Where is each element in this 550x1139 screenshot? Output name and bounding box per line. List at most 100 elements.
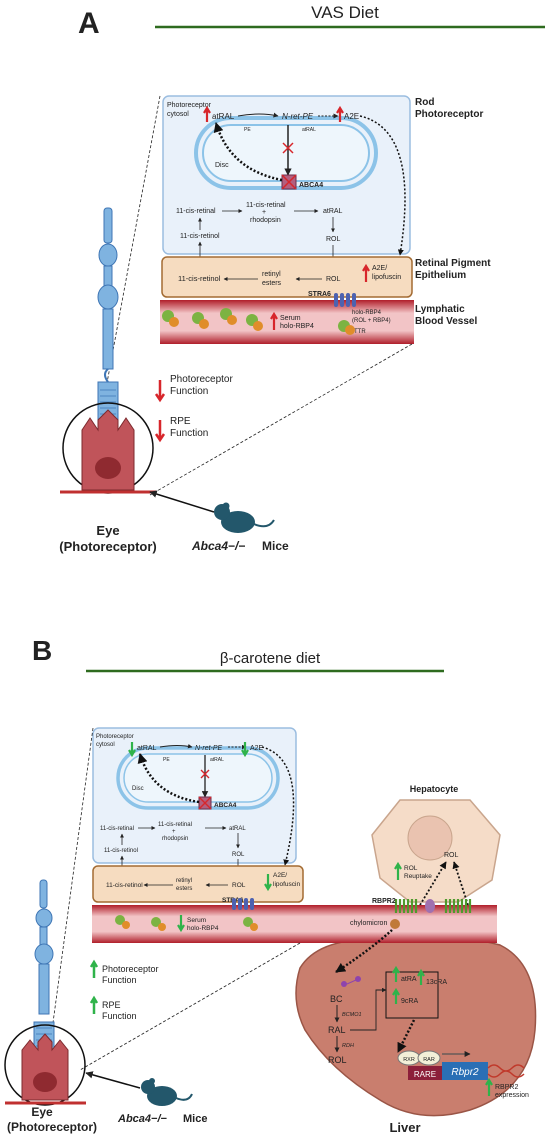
mice-word-b: Mice bbox=[183, 1113, 207, 1125]
mouse-icon-b bbox=[141, 1078, 193, 1106]
rpe-label-1: Retinal Pigment bbox=[415, 258, 491, 269]
cis-retinol-rpe: 11-cis-retinol bbox=[178, 274, 221, 283]
holo-rbp4-label-2: (ROL + RBP4) bbox=[352, 318, 391, 324]
stra6-channel-icon bbox=[334, 293, 356, 307]
rare-element bbox=[408, 1066, 442, 1080]
rol-rpe-b: ROL bbox=[232, 882, 246, 889]
rxr-label: RXR bbox=[403, 1057, 415, 1063]
atral-top: atRAL bbox=[212, 112, 235, 121]
chylomicron-label: chylomicron bbox=[350, 920, 387, 927]
cytosol-b-1: Photoreceptor bbox=[96, 734, 134, 740]
cra13-label: 13cRA bbox=[426, 979, 447, 986]
rpe-function-1: RPE bbox=[170, 416, 191, 427]
zoom-line-b-top bbox=[51, 727, 94, 1031]
retinyl-label-2: esters bbox=[262, 280, 282, 287]
panel-a-letter: A bbox=[78, 7, 100, 40]
arrow-mouse-eye-a bbox=[149, 490, 215, 513]
dotted-arrow-a2e-rpe-b bbox=[261, 746, 295, 866]
atral-top-b: atRAL bbox=[137, 745, 157, 752]
zoom-line-a-bottom bbox=[149, 343, 413, 496]
atral-mid-b: atRAL bbox=[229, 826, 246, 832]
mice-gene-a: Abca4−/− bbox=[191, 539, 245, 553]
rbpr2-expression-increase-icon bbox=[485, 1077, 493, 1096]
cra9-label: 9cRA bbox=[401, 998, 418, 1005]
liver-label: Liver bbox=[389, 1120, 420, 1135]
rod-label-1: Rod bbox=[415, 97, 434, 108]
atral-decrease-icon-b bbox=[128, 742, 136, 758]
stra6-label: STRA6 bbox=[308, 291, 331, 298]
atral-small-b: atRAL bbox=[210, 757, 224, 763]
rbpr2-gene-label: Rbpr2 bbox=[451, 1067, 479, 1078]
rpe-function-2: Function bbox=[170, 428, 208, 439]
cis-retinal-mid-b: 11-cis-retinal bbox=[158, 822, 192, 828]
serum-label-1: Serum bbox=[280, 315, 301, 322]
rol-hepatocyte: ROL bbox=[444, 852, 459, 859]
cra13-increase-icon bbox=[417, 968, 425, 985]
photoreceptor-cell-icon bbox=[97, 207, 119, 443]
bcmo1-label: BCMO1 bbox=[342, 1012, 362, 1018]
dotted-arrow-rol-up-2 bbox=[452, 861, 469, 906]
pr-function-1: Photoreceptor bbox=[170, 374, 233, 385]
a2e-increase-icon bbox=[336, 105, 344, 122]
rhodopsin-b: rhodopsin bbox=[162, 836, 188, 842]
pr-function-b-1: Photoreceptor bbox=[102, 964, 159, 974]
chylomicron-icon bbox=[390, 919, 400, 929]
a2e-decrease-icon-b bbox=[241, 742, 249, 758]
plus-b: + bbox=[172, 829, 176, 835]
pe-b: PE bbox=[163, 757, 170, 763]
rol-reuptake-2: Reuptake bbox=[404, 873, 432, 880]
disc-inner bbox=[202, 124, 370, 182]
retinyl-b-2: esters bbox=[176, 886, 192, 892]
a2e-lipo-b-2: lipofuscin bbox=[273, 881, 300, 888]
atra-label: atRA bbox=[401, 976, 417, 983]
atra-increase-icon bbox=[392, 965, 400, 982]
cis-retinol-up-b: 11-cis-retinol bbox=[104, 848, 138, 854]
mice-word-a: Mice bbox=[262, 539, 289, 553]
cytosol-b-2: cytosol bbox=[96, 742, 115, 748]
rpe-function-b-2: Function bbox=[102, 1011, 137, 1021]
abca4-blocked-icon bbox=[281, 174, 297, 190]
atral-small: atRAL bbox=[302, 127, 316, 133]
bc-molecule-icon bbox=[341, 976, 361, 987]
rbpr2-label: RBPR2 bbox=[372, 898, 396, 905]
lipofuscin-decrease-icon-b bbox=[264, 874, 272, 892]
dotted-arrow-a2e-rpe bbox=[359, 115, 406, 256]
rhodopsin-label: rhodopsin bbox=[250, 217, 281, 224]
disc-inner-b bbox=[123, 753, 273, 803]
panel-b: B β-carotene diet Photoreceptor cytosol … bbox=[4, 635, 537, 1135]
stra6-channel-icon-b bbox=[232, 898, 254, 910]
eye-label-2: (Photoreceptor) bbox=[59, 539, 157, 554]
serum-decrease-icon-b bbox=[177, 915, 185, 933]
panel-b-letter: B bbox=[32, 635, 52, 666]
dna-helix-icon bbox=[487, 1064, 525, 1078]
eye-zoom-circle-b bbox=[4, 1024, 86, 1106]
hepatocyte-nucleus bbox=[407, 815, 453, 861]
retinyl-b-1: retinyl bbox=[176, 878, 192, 884]
rol-reuptake-1: ROL bbox=[404, 865, 418, 872]
rbp4-protein-icons-b bbox=[115, 915, 258, 931]
lipofuscin-increase-icon bbox=[362, 263, 370, 282]
eye-b-2: (Photoreceptor) bbox=[7, 1120, 97, 1134]
a2e-lipofuscin-1: A2E/ bbox=[372, 265, 387, 272]
rol-liver-label: ROL bbox=[328, 1055, 347, 1065]
rbp4-protein-icons bbox=[162, 308, 355, 335]
serum-increase-icon bbox=[270, 311, 278, 330]
rbpr2-expression-1: RBPR2 bbox=[495, 1084, 518, 1091]
ttr-label: TTR bbox=[354, 329, 366, 335]
plus-sign: + bbox=[262, 209, 266, 216]
rbpr2-gene-block bbox=[442, 1062, 488, 1080]
blocked-x-icon-b bbox=[200, 769, 210, 779]
cis-retinol-up: 11-cis-retinol bbox=[180, 233, 220, 240]
disc-outer-b bbox=[116, 746, 280, 810]
hepatocyte-label: Hepatocyte bbox=[410, 784, 459, 794]
disc-label: Disc bbox=[215, 162, 229, 169]
eye-b-1: Eye bbox=[31, 1105, 53, 1119]
photoreceptor-function-increase-icon bbox=[89, 959, 99, 978]
rol-mid: ROL bbox=[326, 236, 341, 243]
serum-label-2: holo-RBP4 bbox=[280, 323, 314, 330]
rpe-function-decrease-icon bbox=[154, 420, 166, 443]
rpe-cells-icon-b bbox=[21, 1033, 69, 1101]
a2e-label: A2E bbox=[344, 112, 359, 121]
rol-mid-b: ROL bbox=[232, 852, 245, 858]
